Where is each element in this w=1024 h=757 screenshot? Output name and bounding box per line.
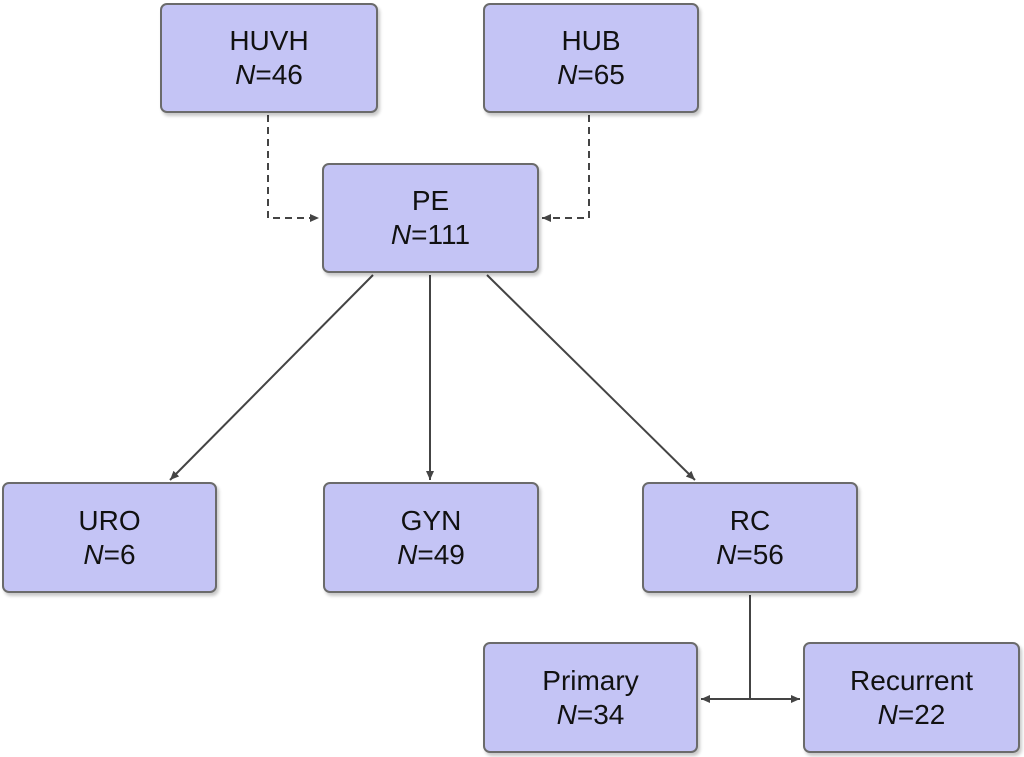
node-pe-n-label: N	[390, 219, 412, 250]
node-recurrent-name: Recurrent	[850, 664, 973, 696]
node-rc-n-label: N	[716, 538, 737, 570]
node-primary-count: N=34	[557, 698, 625, 732]
node-huvh-n-label: N	[235, 59, 256, 90]
node-huvh-name: HUVH	[229, 25, 309, 56]
node-huvh-n-value: =46	[255, 59, 303, 90]
node-pe: PE N=111	[322, 163, 539, 273]
node-uro-n-label: N	[83, 538, 104, 570]
node-hub-count: N=65	[557, 58, 625, 92]
node-pe-n-value: =111	[411, 219, 471, 250]
node-primary: Primary N=34	[483, 642, 698, 753]
node-recurrent-count: N=22	[878, 698, 946, 732]
node-recurrent: Recurrent N=22	[803, 642, 1020, 753]
node-primary-name: Primary	[542, 664, 639, 696]
node-huvh: HUVH N=46	[160, 3, 378, 113]
node-recurrent-n-label: N	[877, 698, 898, 730]
node-gyn-n-label: N	[397, 538, 418, 570]
node-rc-n-value: =56	[736, 538, 784, 570]
node-gyn-n-value: =49	[417, 538, 465, 570]
node-pe-count: N=111	[391, 218, 470, 252]
node-pe-name: PE	[411, 185, 450, 216]
node-hub-n-label: N	[557, 59, 578, 90]
node-primary-n-value: =34	[576, 698, 625, 730]
node-hub-n-value: =65	[577, 59, 625, 90]
node-uro-count: N=6	[83, 538, 135, 572]
edge-pe-rc	[486, 274, 696, 481]
node-gyn-name: GYN	[400, 504, 462, 536]
node-hub: HUB N=65	[483, 3, 699, 113]
node-rc-name: RC	[729, 504, 771, 536]
node-uro-name: URO	[78, 504, 141, 536]
edge-pe-uro	[169, 274, 374, 481]
node-uro: URO N=6	[2, 482, 217, 593]
node-primary-n-label: N	[556, 698, 577, 730]
edge-hub-pe	[542, 115, 590, 222]
node-uro-n-value: =6	[103, 538, 136, 570]
node-gyn-count: N=49	[397, 538, 465, 572]
node-hub-name: HUB	[561, 25, 621, 56]
node-gyn: GYN N=49	[323, 482, 539, 593]
edge-huvh-pe	[267, 115, 319, 222]
node-rc-count: N=56	[716, 538, 784, 572]
node-rc: RC N=56	[642, 482, 858, 593]
node-huvh-count: N=46	[235, 58, 303, 92]
node-recurrent-n-value: =22	[897, 698, 946, 730]
